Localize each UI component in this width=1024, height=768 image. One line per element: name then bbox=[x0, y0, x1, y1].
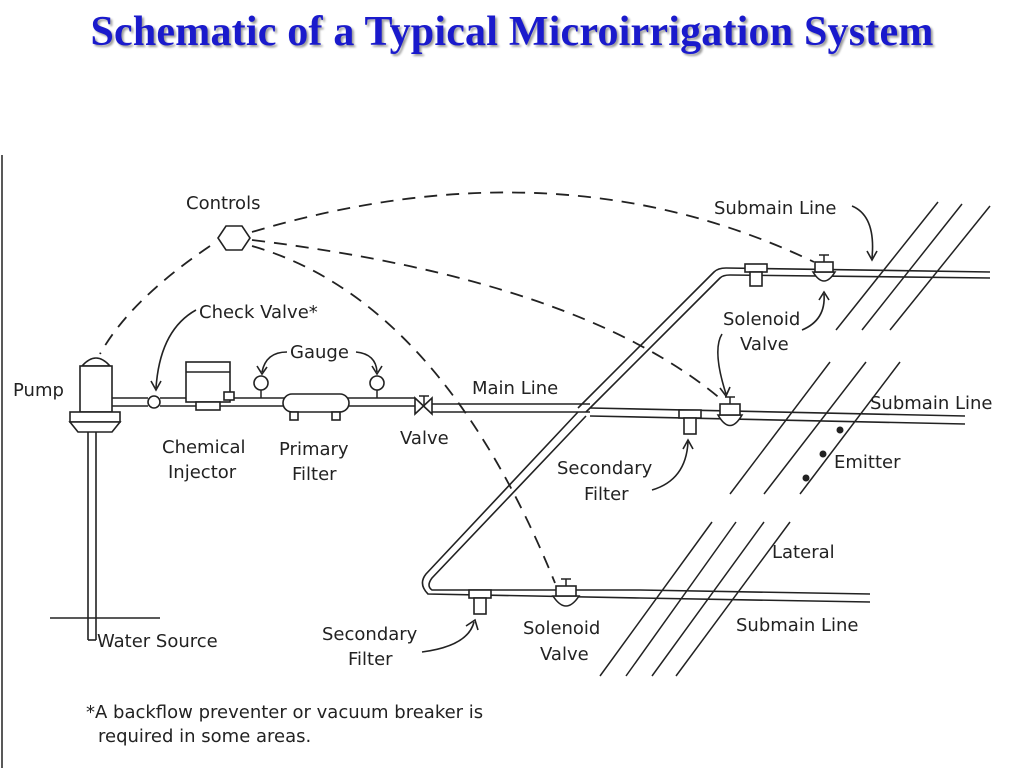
label-lateral: Lateral bbox=[772, 542, 835, 563]
emitters bbox=[802, 426, 844, 482]
solenoid-valve-top bbox=[811, 254, 837, 282]
label-solenoid-top-1: Solenoid bbox=[723, 309, 800, 330]
leader-arrows bbox=[150, 205, 878, 653]
label-secondary-bot-2: Filter bbox=[348, 649, 393, 670]
label-chemical-2: Injector bbox=[168, 462, 237, 483]
label-secondary-mid-2: Filter bbox=[584, 484, 629, 505]
valve-symbol bbox=[414, 395, 433, 416]
label-submain-top: Submain Line bbox=[714, 198, 836, 219]
gauge-left bbox=[253, 375, 269, 398]
label-solenoid-bot-1: Solenoid bbox=[523, 618, 600, 639]
laterals-top bbox=[835, 201, 991, 331]
label-secondary-mid-1: Secondary bbox=[557, 458, 653, 479]
laterals-middle bbox=[729, 361, 901, 495]
label-pump: Pump bbox=[13, 380, 64, 401]
check-valve bbox=[147, 395, 161, 409]
laterals-bottom bbox=[599, 521, 791, 677]
secondary-filter-top bbox=[744, 263, 768, 287]
label-solenoid-bot-2: Valve bbox=[540, 644, 589, 665]
controls-unit bbox=[217, 225, 251, 251]
label-emitter: Emitter bbox=[834, 452, 901, 473]
label-chemical-1: Chemical bbox=[162, 437, 246, 458]
control-wires bbox=[99, 191, 815, 584]
footnote-line-1: *A backflow preventer or vacuum breaker … bbox=[86, 702, 483, 723]
solenoid-valve-bottom bbox=[551, 578, 581, 607]
label-valve: Valve bbox=[400, 428, 449, 449]
secondary-filter-mid bbox=[678, 409, 702, 435]
label-water-source: Water Source bbox=[97, 631, 218, 652]
footnote-line-2: required in some areas. bbox=[98, 726, 311, 747]
gauge-right bbox=[369, 375, 385, 398]
label-submain-bottom: Submain Line bbox=[736, 615, 858, 636]
label-controls: Controls bbox=[186, 193, 260, 214]
main-pipe bbox=[112, 397, 966, 425]
label-solenoid-top-2: Valve bbox=[740, 334, 789, 355]
diagonal-pipe-up bbox=[577, 267, 991, 413]
label-primary-2: Filter bbox=[292, 464, 337, 485]
label-main-line: Main Line bbox=[472, 378, 558, 399]
chemical-injector bbox=[185, 361, 235, 411]
label-submain-mid: Submain Line bbox=[870, 393, 992, 414]
slide-title: Schematic of a Typical Microirrigation S… bbox=[90, 9, 934, 55]
label-check-valve: Check Valve* bbox=[199, 302, 318, 323]
label-secondary-bot-1: Secondary bbox=[322, 624, 418, 645]
pump bbox=[68, 357, 122, 641]
solenoid-valve-mid bbox=[716, 396, 744, 427]
diagonal-pipe-down bbox=[421, 411, 871, 603]
secondary-filter-bottom bbox=[468, 589, 492, 615]
primary-filter bbox=[282, 393, 350, 421]
label-gauge: Gauge bbox=[290, 342, 349, 363]
label-primary-1: Primary bbox=[279, 439, 349, 460]
